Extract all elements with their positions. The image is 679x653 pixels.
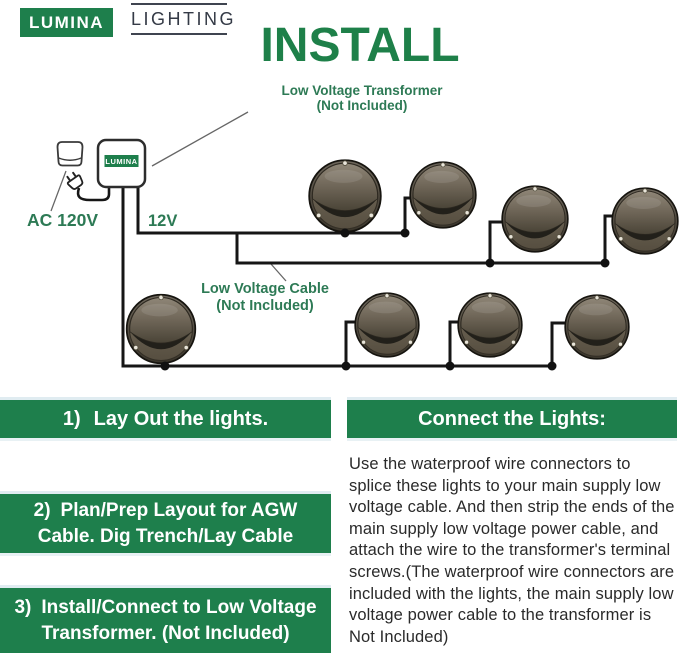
transformer-callout-line1: Low Voltage Transformer — [281, 83, 443, 98]
ac-voltage-label: AC 120V — [27, 210, 99, 230]
step-label: Plan/Prep Layout for AGW Cable. Dig Tren… — [37, 499, 298, 547]
step-label: Lay Out the lights. — [93, 407, 269, 430]
step-3-banner-text: 3) Install/Connect to Low Voltage Transfo… — [4, 595, 327, 647]
light-riser — [603, 214, 613, 263]
main-cable-top-run — [136, 187, 405, 235]
cable-callout-line1: Low Voltage Cable — [201, 281, 329, 297]
pointer-line-outlet — [50, 170, 67, 212]
step-2-banner: 2)Plan/Prep Layout for AGW Cable. Dig Tr… — [0, 494, 331, 553]
step-3-banner: 3) Install/Connect to Low Voltage Transfo… — [0, 588, 331, 653]
deck-light — [457, 292, 523, 358]
light-riser — [550, 321, 566, 366]
connect-heading-banner: Connect the Lights: — [347, 400, 677, 438]
junction-dot — [400, 228, 410, 238]
plug-icon — [66, 171, 84, 190]
deck-light — [564, 294, 630, 360]
low-voltage-cables — [76, 187, 613, 368]
deck-light — [501, 185, 569, 253]
transformer-logo-badge — [104, 155, 139, 167]
step-label: Install/Connect to Low Voltage Transform… — [41, 596, 317, 644]
transformer-callout: Low Voltage Transformer (Not Included) — [262, 83, 462, 113]
transformer-box: LUMINA — [96, 138, 147, 189]
dc-voltage-label: 12V — [148, 212, 178, 230]
step-1-banner-text: 1) Lay Out the lights. — [0, 408, 331, 431]
junction-dot — [547, 361, 557, 371]
power-cord — [76, 187, 111, 202]
step-number: 3) — [14, 596, 32, 618]
deck-light — [308, 159, 382, 233]
outlet-icon — [56, 141, 84, 167]
brand-logo-text: LUMINA — [28, 12, 105, 32]
brand-suffix: LIGHTING — [131, 3, 234, 35]
connect-heading-text: Connect the Lights: — [418, 407, 606, 430]
junction-dot — [485, 258, 495, 268]
step-number: 2) — [33, 499, 51, 521]
branch-cable-run — [235, 233, 605, 265]
junction-dot — [445, 361, 455, 371]
page-title: INSTALL — [260, 19, 460, 72]
transformer-callout-line2: (Not Included) — [316, 97, 408, 113]
main-cable-left-run — [121, 187, 553, 368]
light-riser — [448, 320, 459, 366]
junction-dot — [160, 361, 170, 371]
cable-callout-line2: (Not Included) — [216, 297, 314, 314]
junction-dots — [160, 228, 610, 371]
pointer-line-cable — [270, 263, 287, 282]
step-number: 1) — [62, 407, 81, 430]
step-2-banner-text: 2)Plan/Prep Layout for AGW Cable. Dig Tr… — [6, 498, 325, 550]
junction-dot — [340, 228, 350, 238]
transformer-logo-text: LUMINA — [105, 157, 137, 166]
step-1-banner: 1) Lay Out the lights. — [0, 400, 331, 438]
brand-logo: LUMINA — [20, 8, 113, 37]
connect-instructions: Use the waterproof wire connectors to sp… — [349, 455, 675, 646]
light-riser — [344, 320, 356, 366]
pointer-line-transformer — [151, 111, 249, 167]
deck-light — [611, 187, 679, 255]
junction-dot — [341, 361, 351, 371]
light-riser — [488, 220, 504, 263]
cable-callout: Low Voltage Cable (Not Included) — [165, 281, 365, 314]
deck-light — [409, 161, 477, 229]
junction-dot — [600, 258, 610, 268]
